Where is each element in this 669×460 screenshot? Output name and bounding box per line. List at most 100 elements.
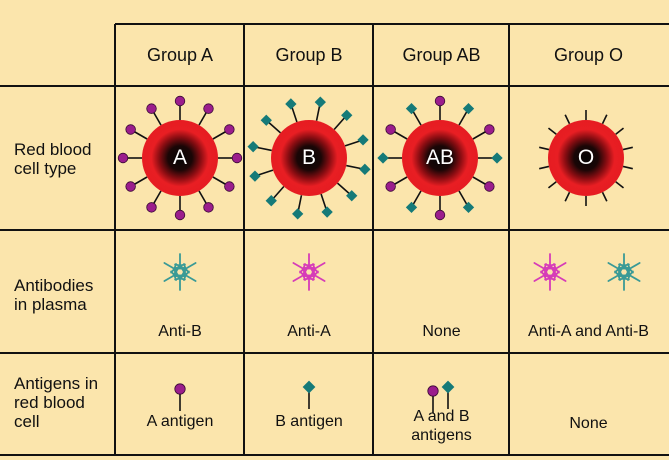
antigen-stalk <box>458 190 468 206</box>
a-antigen-icon <box>117 152 129 164</box>
a-antigen-icon <box>203 202 214 213</box>
b-antigen-symbol <box>441 380 455 409</box>
antigen-stalk <box>392 176 408 186</box>
antigen-caption-ab: A and B antigens <box>411 408 472 444</box>
a-antigen-icon <box>174 209 186 221</box>
antigen-stalk <box>601 191 608 202</box>
b-antigen-icon <box>441 380 455 394</box>
cell-body <box>548 120 624 196</box>
antigen-symbols <box>174 380 455 413</box>
b-antigen-icon <box>314 96 326 108</box>
antibody-icon <box>163 262 190 281</box>
cell-body <box>142 120 218 196</box>
antigen-stalk <box>291 106 298 123</box>
antigen-stalk <box>412 110 422 126</box>
a-antigen-symbol <box>174 383 186 411</box>
b-antigen-icon <box>357 134 369 146</box>
a-antigen-icon <box>146 103 157 114</box>
b-antigen-icon <box>265 195 277 207</box>
rbc-o <box>539 110 633 206</box>
anti-a-cluster <box>292 253 326 291</box>
header-group-o: Group O <box>553 45 624 65</box>
antibody-clusters <box>163 253 641 291</box>
antigen-stalk <box>472 176 488 186</box>
antigen-stalk <box>539 165 550 170</box>
a-antigen-icon <box>231 152 243 164</box>
antigen-caption-o: None <box>569 415 608 432</box>
antibody-icon <box>533 262 560 281</box>
antigen-stalk <box>198 190 208 206</box>
a-antigen-icon <box>125 181 136 192</box>
a-antigen-icon <box>174 383 186 395</box>
antigen-stalk <box>198 110 208 126</box>
antibody-icon <box>292 263 319 282</box>
a-antigen-icon <box>385 124 396 135</box>
antibody-stroke <box>292 262 319 281</box>
antigen-stalk <box>564 191 571 202</box>
antigen-stalk <box>412 190 422 206</box>
antibody-stroke <box>607 262 634 281</box>
b-antigen-icon <box>247 141 259 153</box>
anti-b-cluster-o <box>607 253 641 291</box>
cell-letter-ab: AB <box>425 146 454 169</box>
a-antigen-symbol <box>427 385 439 413</box>
antigen-stalk <box>547 181 557 189</box>
b-antigen-icon <box>377 152 389 164</box>
a-antigen-icon <box>484 124 495 135</box>
antibody-caption-ab: None <box>422 323 461 340</box>
antibody-icon <box>533 263 560 282</box>
b-antigen-icon <box>359 163 371 175</box>
b-antigen-icon <box>321 206 333 218</box>
antigen-stalk <box>336 182 350 195</box>
antibody-icon <box>292 262 319 281</box>
antigen-stalk <box>212 176 228 186</box>
antibody-icon <box>607 263 634 282</box>
antibody-caption-b: Anti-A <box>287 323 331 340</box>
antigen-stalk <box>392 130 408 140</box>
b-antigen-icon <box>249 170 261 182</box>
antigen-stalk <box>132 130 148 140</box>
antibody-stroke <box>163 262 190 281</box>
antigen-stalk <box>268 121 282 134</box>
antigen-stalk <box>547 127 557 135</box>
a-antigen-icon <box>125 124 136 135</box>
antibody-icon <box>607 262 634 281</box>
cell-letter-b: B <box>301 146 316 169</box>
antigen-caption-a: A antigen <box>146 413 214 430</box>
antibody-stroke <box>607 263 634 282</box>
a-antigen-icon <box>174 95 186 107</box>
b-antigen-icon <box>462 102 475 115</box>
b-antigen-icon <box>285 98 297 110</box>
antibody-stroke <box>533 263 560 282</box>
b-antigen-icon <box>462 201 475 214</box>
row-label-red-blood-cell: Red blood cell type <box>14 140 92 178</box>
antigen-stalk <box>601 114 608 125</box>
cell-body <box>271 120 347 196</box>
antigen-stalk <box>320 193 327 210</box>
antigen-stalk <box>472 130 488 140</box>
antigen-stalk <box>272 185 285 199</box>
b-antigen-icon <box>405 201 418 214</box>
antigen-stalk <box>622 165 633 170</box>
a-antigen-icon <box>224 124 235 135</box>
anti-a-cluster-o <box>533 253 567 291</box>
header-group-ab: Group AB <box>402 45 481 65</box>
antibody-icon <box>163 263 190 282</box>
b-antigen-icon <box>346 190 358 202</box>
anti-b-cluster <box>163 253 197 291</box>
antibody-stroke <box>533 262 560 281</box>
a-antigen-icon <box>427 385 439 397</box>
antibody-stroke <box>292 263 319 282</box>
antigen-stalk <box>257 169 274 176</box>
antigen-stalk <box>297 195 303 212</box>
antigen-stalk <box>132 176 148 186</box>
a-antigen-icon <box>434 209 446 221</box>
a-antigen-icon <box>434 95 446 107</box>
cell-body <box>402 120 478 196</box>
a-antigen-icon <box>385 181 396 192</box>
antigen-caption-b: B antigen <box>275 413 343 430</box>
antigen-stalk <box>344 140 361 147</box>
antigen-stalk <box>152 110 162 126</box>
row-label-antigens: Antigens in red blood cell <box>14 374 99 431</box>
